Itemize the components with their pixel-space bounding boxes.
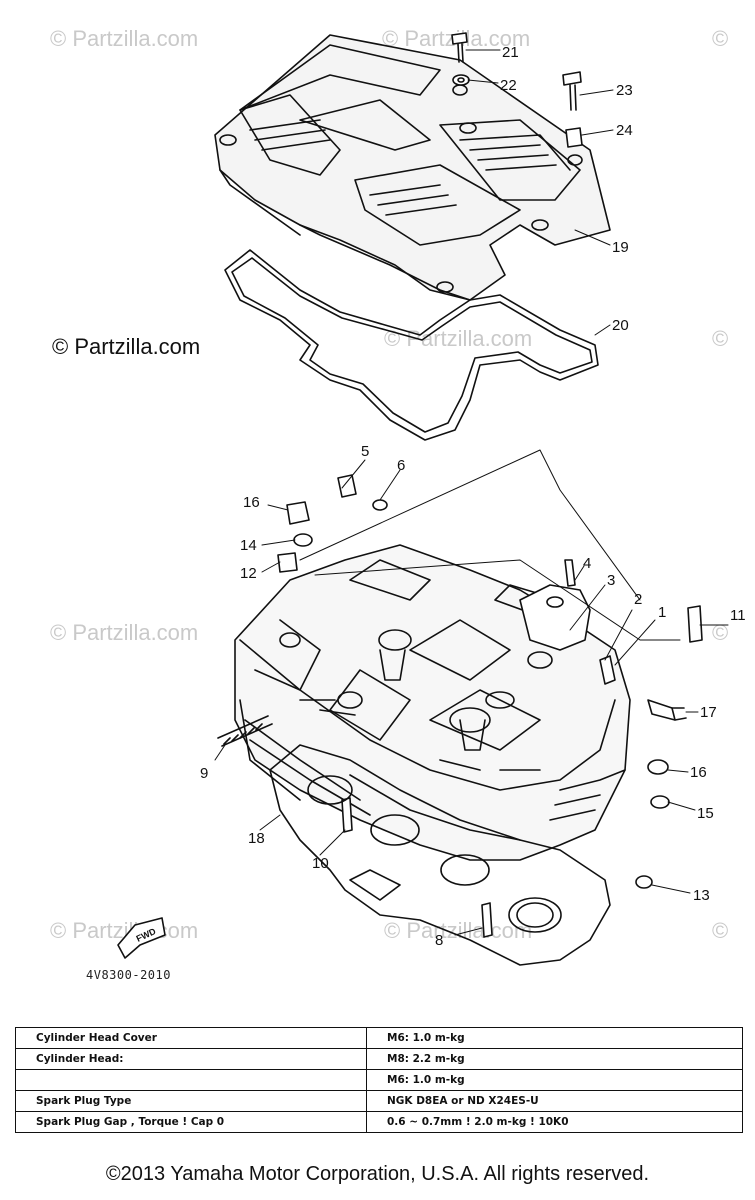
callout-number: 19 [612,239,629,256]
watermark: © [712,620,729,645]
table-row: M6: 1.0 m-kg [15,1069,743,1091]
callout-number: 21 [502,44,519,61]
exploded-view-drawing: 21 22 23 24 19 20 5 6 16 14 12 4 3 2 1 1… [0,0,746,1000]
callout-number: 10 [312,855,329,872]
callout-number: 24 [616,122,633,139]
callout-number: 6 [397,457,405,474]
callout-number: 2 [634,591,642,608]
callout-number: 5 [361,443,369,460]
watermark: © [712,918,729,943]
table-row: Spark Plug Gap , Torque ! Cap 0 0.6 ~ 0.… [15,1111,743,1133]
callout-number: 16 [690,764,707,781]
table-cell: M6: 1.0 m-kg [366,1027,743,1049]
parts-diagram: © Partzilla.com © Partzilla.com © © Part… [0,0,746,1000]
table-row: Cylinder Head Cover M6: 1.0 m-kg [15,1027,743,1049]
watermark: © Partzilla.com [384,326,533,351]
table-row: Cylinder Head: M8: 2.2 m-kg [15,1048,743,1070]
callout-number: 18 [248,830,265,847]
watermark: © Partzilla.com [384,918,533,943]
cover-bolt [452,33,469,85]
callout-number: 9 [200,765,208,782]
table-cell: Spark Plug Gap , Torque ! Cap 0 [15,1111,367,1133]
callout-number: 22 [500,77,517,94]
callout-number: 16 [243,494,260,511]
cylinder-head-gasket [270,745,610,965]
watermark: © Partzilla.com [50,620,199,645]
partzilla-watermark: © Partzilla.com [52,334,201,359]
table-row: Spark Plug Type NGK D8EA or ND X24ES-U [15,1090,743,1112]
callout-number: 17 [700,704,717,721]
cover-bolt [563,72,582,147]
callout-number: 20 [612,317,629,334]
table-cell: Spark Plug Type [15,1090,367,1112]
head-cover-gasket [225,250,598,440]
table-cell: NGK D8EA or ND X24ES-U [366,1090,743,1112]
table-cell [15,1069,367,1091]
callout-number: 12 [240,565,257,582]
callout-number: 11 [730,607,746,624]
watermark: © [712,326,729,351]
callout-number: 1 [658,604,666,621]
callout-number: 15 [697,805,714,822]
fwd-arrow-icon [118,918,165,958]
stud-bolt [218,716,272,746]
cylinder-head-cover [215,35,610,300]
table-cell: M6: 1.0 m-kg [366,1069,743,1091]
table-cell: M8: 2.2 m-kg [366,1048,743,1070]
watermark: © Partzilla.com [50,26,199,51]
callout-number: 8 [435,932,443,949]
callout-number: 4 [583,555,591,572]
callout-number: 14 [240,537,257,554]
table-cell: Cylinder Head: [15,1048,367,1070]
callout-number: 3 [607,572,615,589]
watermark: © [712,26,729,51]
torque-spec-table: Cylinder Head Cover M6: 1.0 m-kg Cylinde… [15,1027,743,1133]
leader-lines [215,50,728,935]
spark-plug [648,700,686,720]
dowel-pin [342,606,702,937]
callout-number: 13 [693,887,710,904]
table-cell: 0.6 ~ 0.7mm ! 2.0 m-kg ! 10K0 [366,1111,743,1133]
cam-cap [520,560,590,650]
table-cell: Cylinder Head Cover [15,1027,367,1049]
copyright-footer: ©2013 Yamaha Motor Corporation, U.S.A. A… [105,1163,650,1185]
drawing-code: 4V8300-2010 [86,968,171,982]
callout-number: 23 [616,82,633,99]
